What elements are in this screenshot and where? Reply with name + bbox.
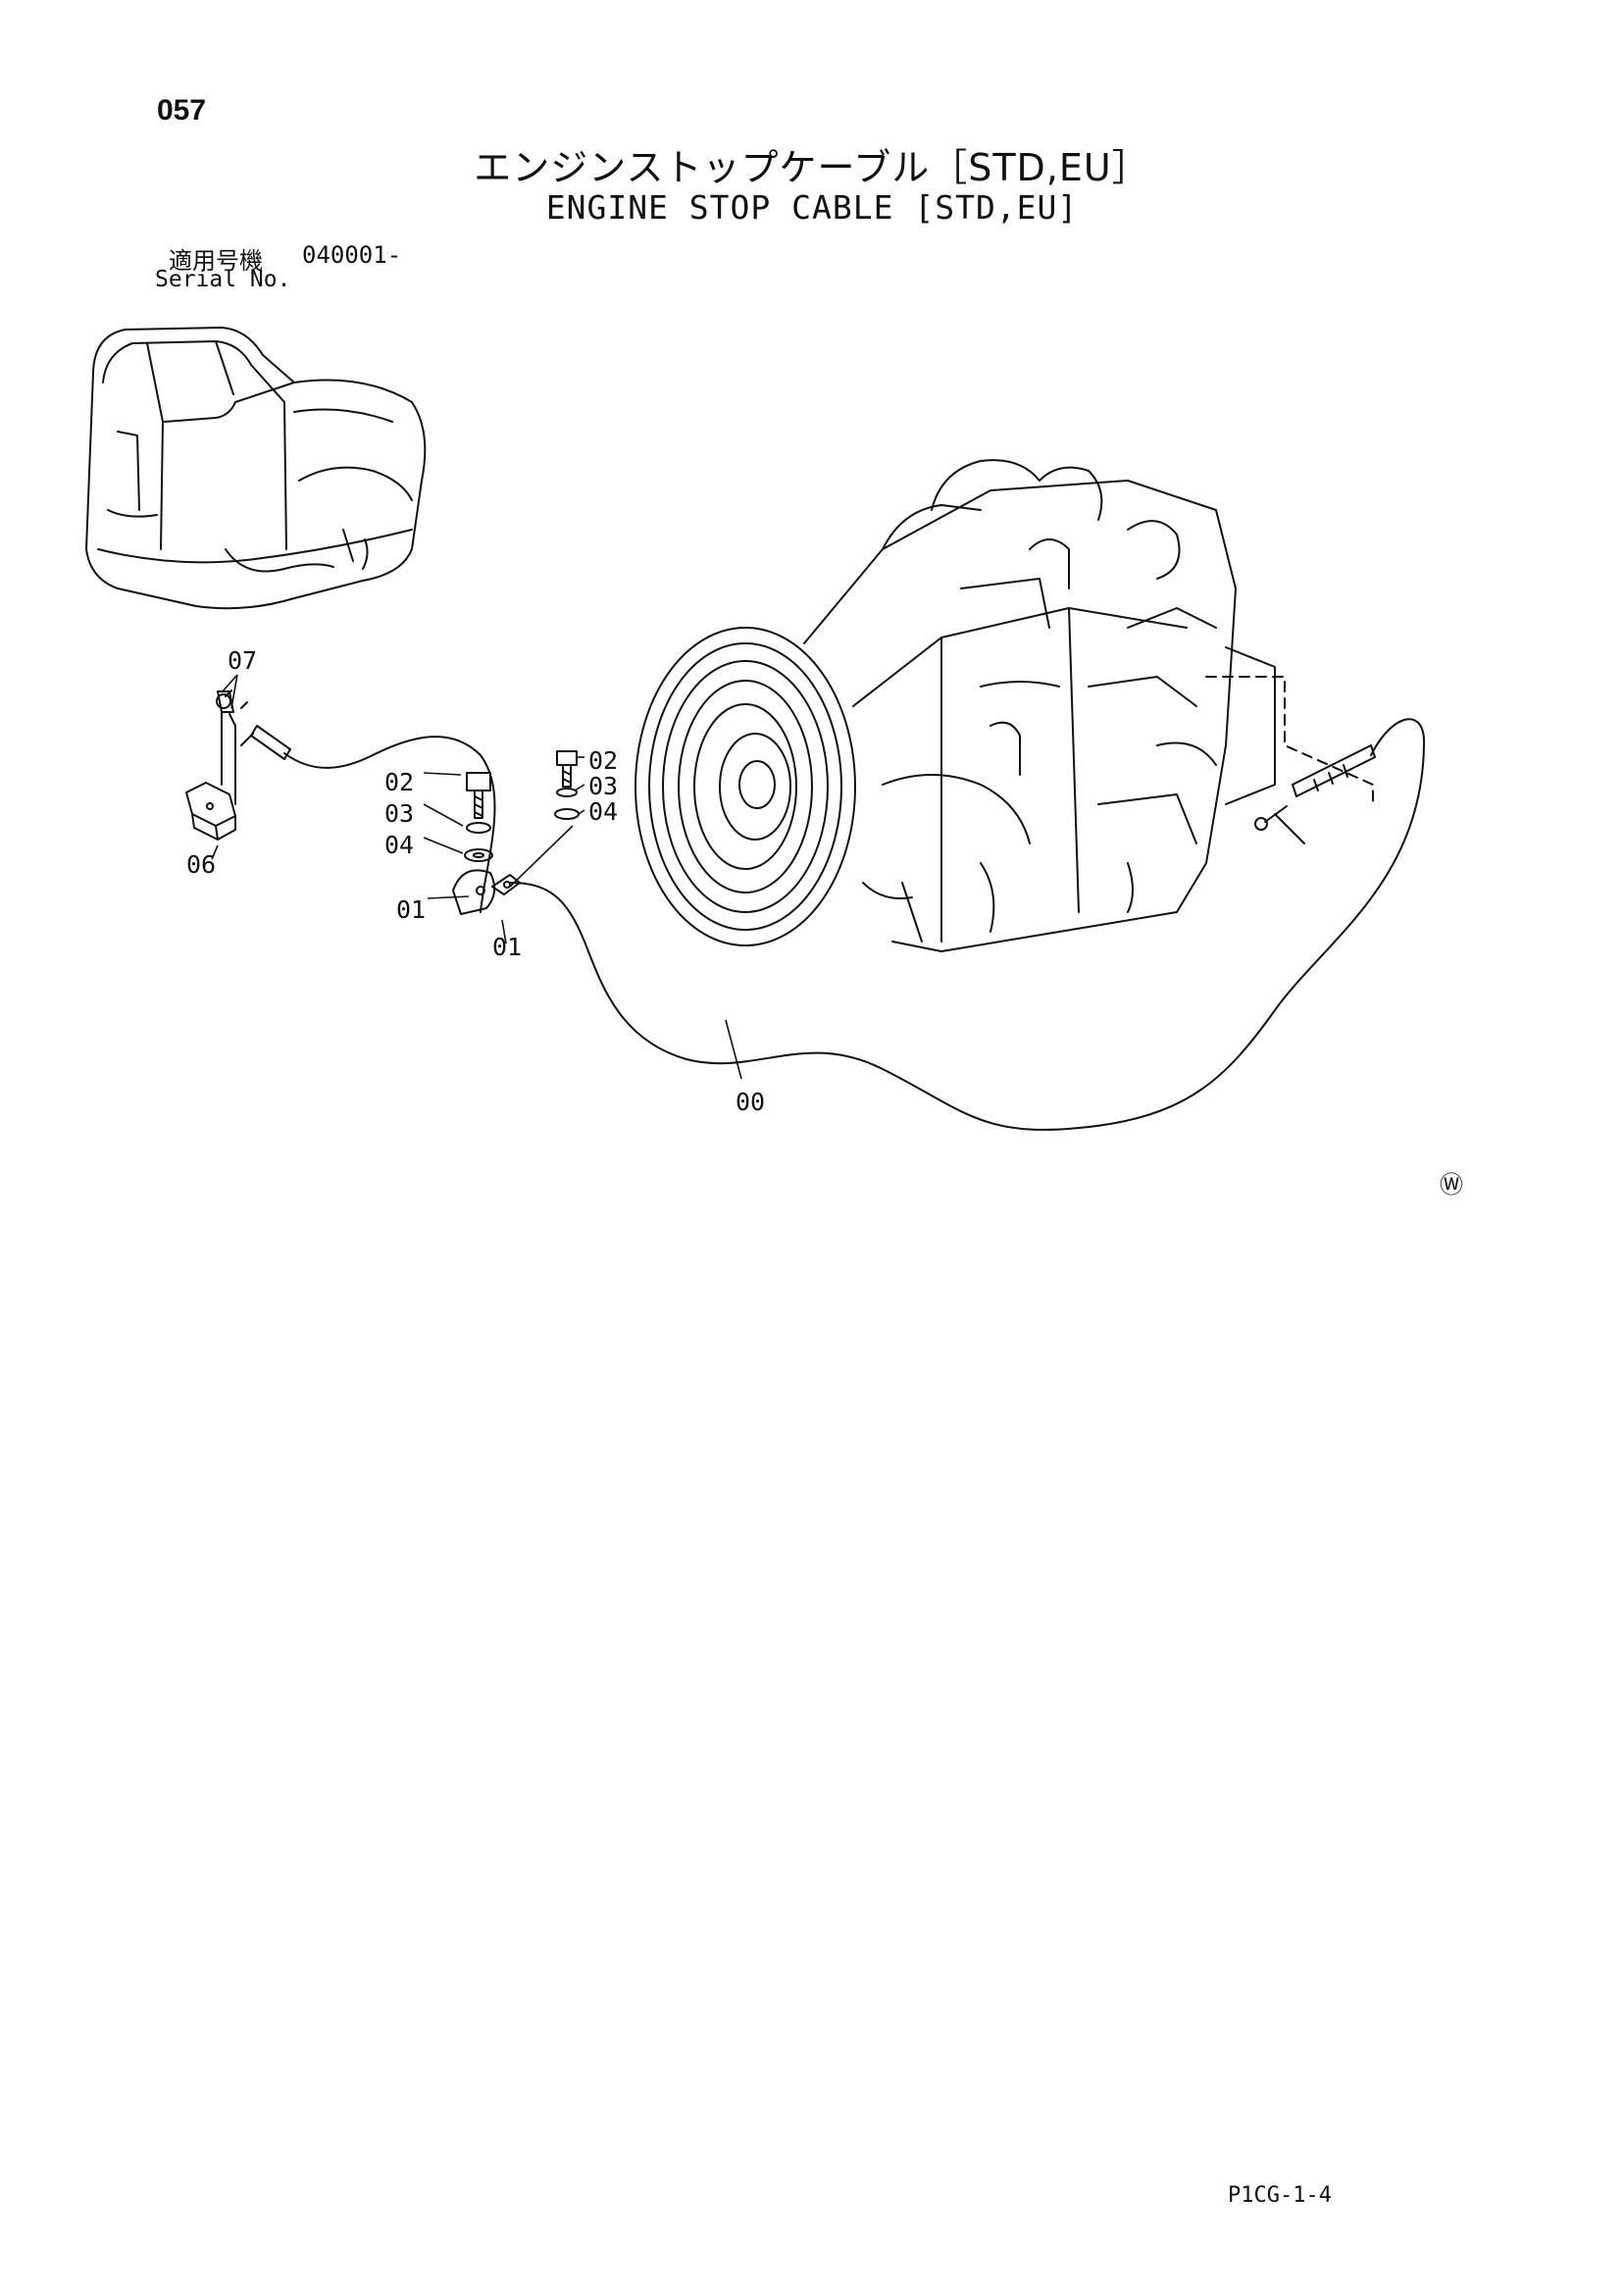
callout-02-left: 02 (384, 768, 414, 796)
callout-03-left: 03 (384, 799, 414, 828)
clamp-a (452, 869, 496, 915)
page-number: 057 (157, 94, 207, 127)
excavator-outline (85, 327, 427, 610)
serial-label-english: Serial No. (155, 267, 291, 292)
engine-assembly (634, 459, 1276, 952)
title-english: ENGINE STOP CABLE [STD,EU] (545, 188, 1079, 227)
bolt-stack-a (464, 772, 493, 862)
callout-07: 07 (228, 646, 257, 675)
callout-03-right: 03 (588, 772, 618, 800)
callout-06: 06 (186, 850, 216, 879)
callout-04-left: 04 (384, 831, 414, 859)
serial-number-value: 040001- (302, 241, 402, 269)
callout-02-right: 02 (588, 746, 618, 775)
callout-00: 00 (736, 1088, 765, 1116)
clamp-b (491, 874, 521, 895)
stop-knob-assembly (216, 689, 291, 805)
leader-lines (211, 674, 742, 1080)
bolt-stack-b (554, 750, 580, 820)
bracket (185, 782, 236, 841)
serial-label-japanese: 適用号機 (169, 247, 263, 275)
engine-cable-end (1254, 744, 1376, 831)
engine-stop-cable (509, 718, 1426, 1131)
callout-04-right: 04 (588, 797, 618, 826)
document-code: P1CG-1-4 (1228, 2183, 1332, 2208)
title-japanese: エンジンストップケーブル［STD,EU］ (474, 146, 1150, 189)
w-circle-mark: Ⓦ (1440, 1171, 1463, 1199)
callout-01-right: 01 (492, 933, 522, 961)
callout-01-left: 01 (396, 895, 426, 924)
